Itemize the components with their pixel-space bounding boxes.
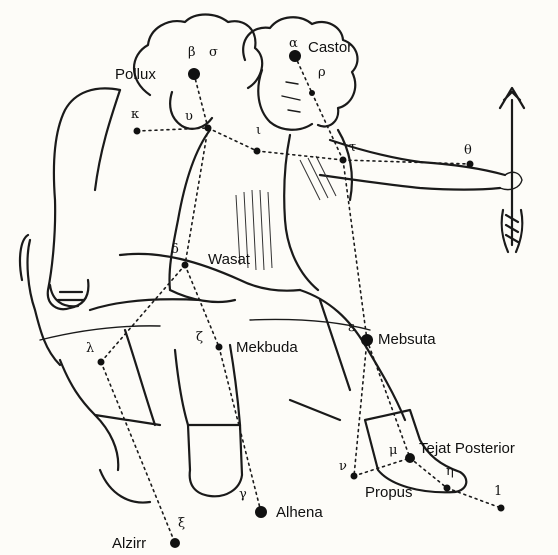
star-dot-eta — [444, 485, 451, 492]
constellation-line-mebsuta-nu — [354, 340, 367, 476]
star-one: 1 — [494, 484, 505, 512]
star-greek-letter: λ — [86, 341, 94, 356]
constellation-line-tau-mebsuta — [343, 160, 367, 340]
star-dot-wasat — [182, 262, 189, 269]
constellation-line-rho-tau — [312, 93, 343, 160]
pollux-left-leg — [60, 360, 118, 470]
star-greek-letter: γ — [239, 487, 247, 502]
star-greek-letter: κ — [131, 107, 139, 122]
castor-arm — [330, 140, 505, 175]
star-greek-letter: 1 — [494, 484, 502, 499]
star-dot-one — [498, 505, 505, 512]
star-greek-letter: ζ — [196, 330, 203, 345]
star-greek-letter: υ — [185, 109, 193, 124]
constellation-line-kappa-upsilon — [137, 128, 208, 131]
star-greek-letter: δ — [171, 242, 179, 257]
constellation-line-pollux-upsilon — [194, 74, 208, 128]
star-name-label: Castor — [308, 39, 352, 56]
star-greek-letter: β — [188, 45, 196, 60]
castor-face — [258, 70, 312, 130]
star-name-label: Alhena — [276, 504, 323, 521]
star-dot-lambda — [98, 359, 105, 366]
star-dot-tejat — [405, 453, 415, 463]
constellation-line-lambda-alzirr — [101, 362, 175, 543]
star-dot-iota — [254, 148, 261, 155]
star-dot-tau — [340, 157, 347, 164]
star-dot-theta — [467, 161, 474, 168]
constellation-line-upsilon-iota — [208, 128, 257, 151]
star-rho: ρ — [309, 65, 326, 96]
star-name-label: Pollux — [115, 66, 156, 83]
castor-torso — [284, 135, 318, 290]
constellation-line-eta-one — [447, 488, 501, 508]
constellation-line-mebsuta-tejat — [367, 340, 410, 458]
star-greek-letter: τ — [349, 140, 356, 155]
star-dot-alzirr — [170, 538, 180, 548]
star-greek-letter: ξ — [178, 516, 185, 531]
star-nu: ν — [339, 459, 358, 480]
star-lambda: λ — [86, 341, 105, 366]
star-name-label: Mekbuda — [236, 339, 298, 356]
pollux-boot — [188, 425, 242, 496]
star-greek-letter: θ — [464, 143, 472, 158]
castor-leg — [290, 300, 350, 420]
star-dot-mekbuda — [216, 344, 223, 351]
star-name-label: Propus — [365, 484, 413, 501]
star-dot-nu — [351, 473, 358, 480]
star-greek-letter: μ — [389, 443, 397, 458]
star-eta: η — [444, 464, 454, 492]
twins-illustration — [20, 15, 524, 503]
pollux-right-leg — [175, 350, 188, 425]
castor-features — [282, 82, 300, 112]
star-tejat: μ Tejat Posterior — [389, 440, 515, 463]
star-name-label: Mebsuta — [378, 331, 436, 348]
star-name-label: Alzirr — [112, 535, 146, 552]
constellation-line-castor-rho — [295, 56, 312, 93]
star-dot-upsilon — [205, 125, 212, 132]
star-castor: α Castor — [289, 36, 352, 62]
star-greek-letter: α — [289, 36, 298, 51]
star-dot-rho — [309, 90, 315, 96]
star-name-label: Tejat Posterior — [419, 440, 515, 457]
star-sigma: σ — [209, 45, 218, 60]
star-greek-letter: η — [446, 464, 454, 479]
star-greek-letter: ν — [339, 459, 347, 474]
star-dot-pollux — [188, 68, 200, 80]
pollux-fist — [50, 285, 84, 306]
constellation-line-upsilon-wasat — [185, 128, 208, 265]
constellation-line-wasat-lambda — [101, 265, 185, 362]
star-greek-letter: σ — [209, 45, 218, 60]
star-kappa: κ — [131, 107, 141, 135]
star-dot-alhena — [255, 506, 267, 518]
star-greek-letter: ρ — [318, 65, 326, 80]
star-greek-letter: ε — [348, 320, 355, 335]
constellation-line-iota-tau — [257, 151, 343, 160]
star-name-label: Wasat — [208, 251, 251, 268]
star-iota: ι — [254, 123, 262, 155]
star-dot-castor — [289, 50, 301, 62]
star-dot-mebsuta — [361, 334, 373, 346]
star-greek-letter: ι — [256, 123, 261, 138]
star-dot-kappa — [134, 128, 141, 135]
star-propus: Propus — [365, 484, 413, 501]
